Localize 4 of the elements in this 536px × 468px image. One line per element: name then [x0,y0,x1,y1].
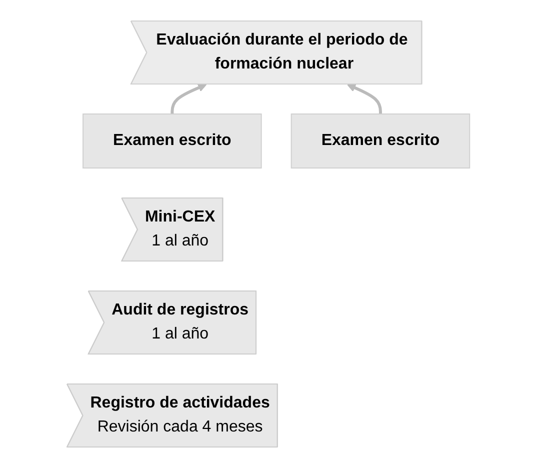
arrow [170,84,206,114]
node-box [82,114,262,168]
arrow [346,84,382,114]
node-box [290,114,470,168]
